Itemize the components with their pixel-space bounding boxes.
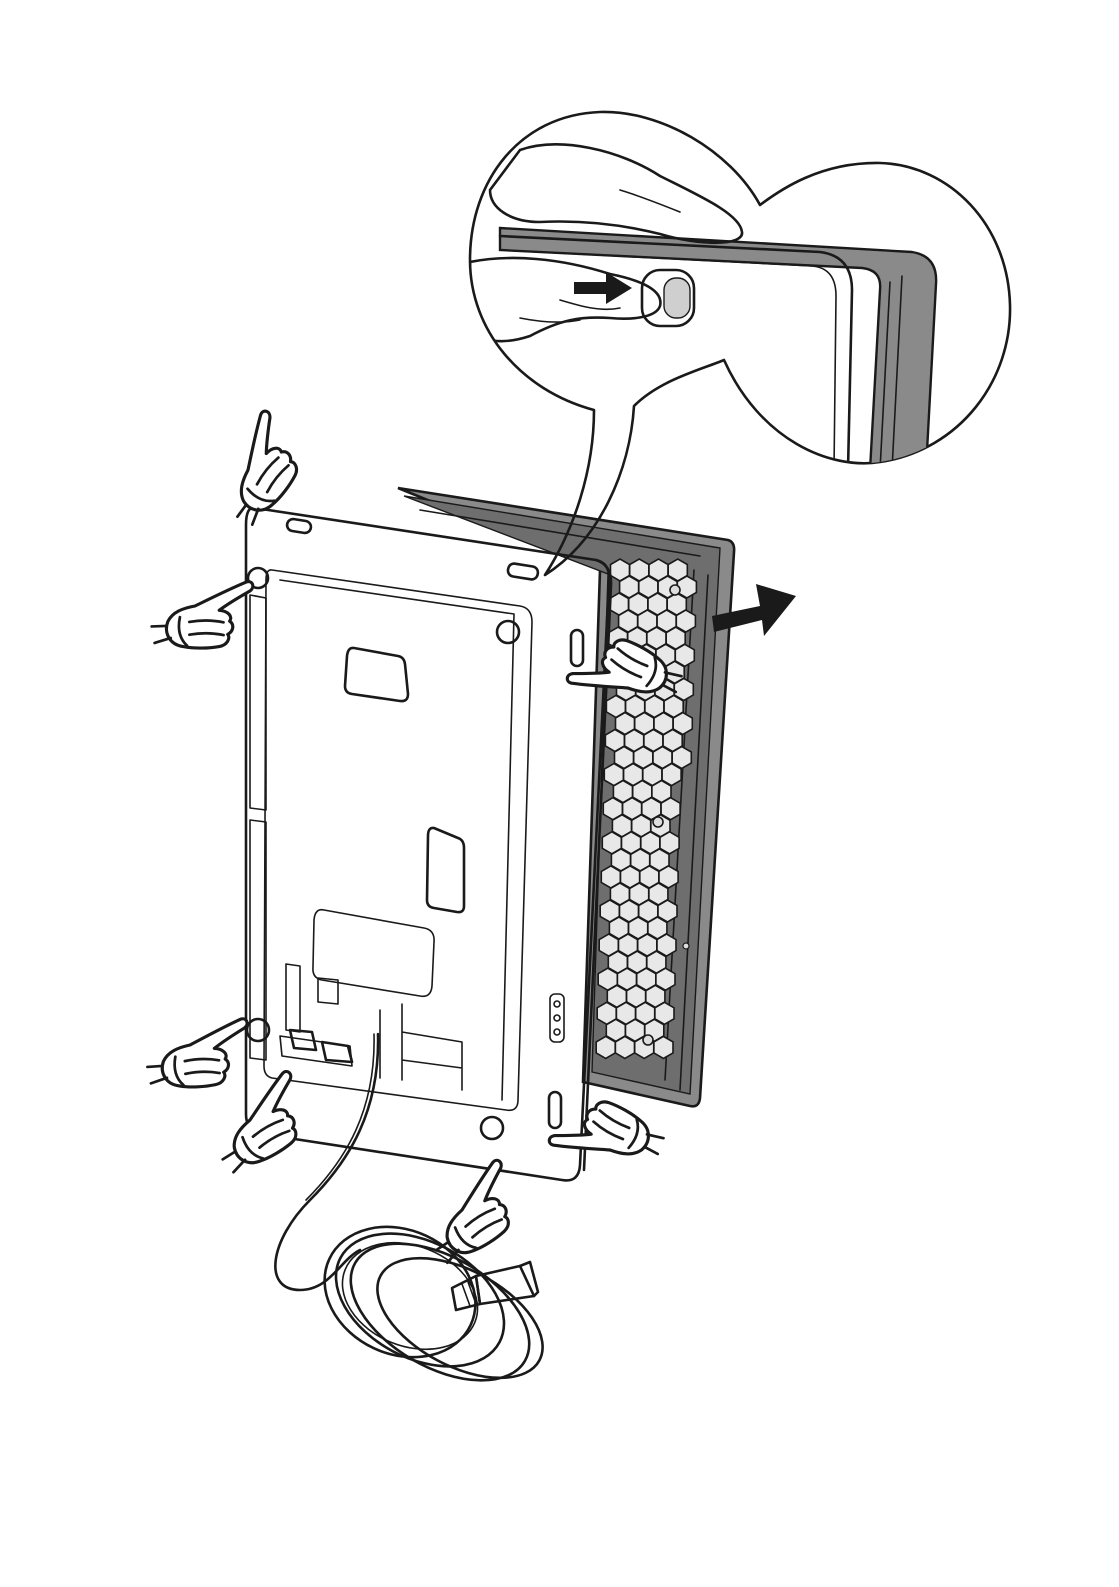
label-area — [313, 910, 434, 997]
pointing-hand-icon — [418, 1159, 537, 1274]
pointing-hand-icon — [205, 1070, 325, 1184]
panel-screw — [670, 585, 680, 595]
rear-filter-panel — [398, 488, 734, 1106]
front-cover — [246, 508, 611, 1181]
zoomed-finger-hand — [470, 258, 660, 341]
pointing-hand-icon — [213, 410, 315, 532]
panel-screw — [683, 943, 689, 949]
pointing-hand-icon — [548, 1088, 668, 1180]
honeycomb-cell — [596, 1036, 615, 1058]
magnifier-callout — [470, 112, 1010, 575]
side-slot-lower — [549, 1092, 561, 1128]
panel-screw — [643, 1035, 653, 1045]
top-slot-left — [286, 518, 312, 534]
opening-middle — [427, 828, 464, 912]
honeycomb-cell — [654, 1036, 673, 1058]
panel-screw — [653, 817, 663, 827]
label-plate-upper — [345, 648, 408, 701]
top-slot-right — [507, 563, 539, 581]
side-slot-upper — [571, 630, 583, 666]
corner-boss — [497, 621, 519, 643]
corner-boss — [481, 1117, 503, 1139]
honeycomb-cell — [615, 1036, 634, 1058]
pointing-hand-icon — [142, 1018, 259, 1098]
